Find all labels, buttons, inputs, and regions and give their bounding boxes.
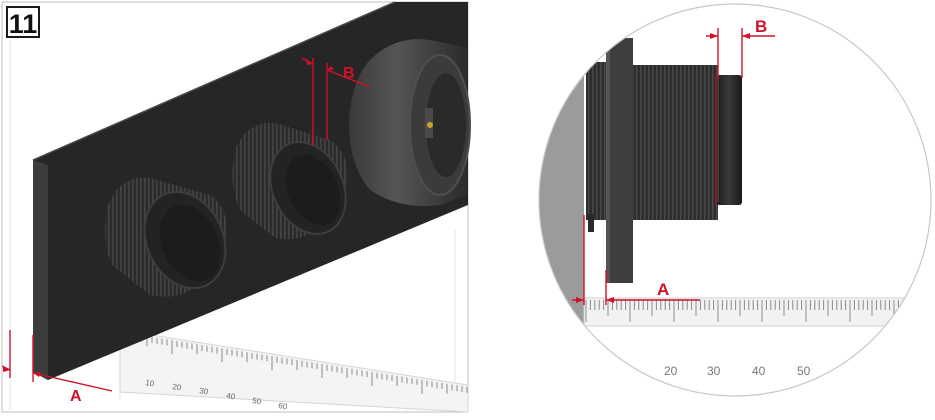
step-number-badge: 11 <box>6 6 40 39</box>
ruler-tick-label: 30 <box>707 364 721 378</box>
ruler-tick-label: 60 <box>278 401 289 411</box>
ruler-tick-label: 40 <box>752 364 766 378</box>
dimension-b-label-right: B <box>755 17 767 36</box>
ruler-tick-label: 50 <box>797 364 811 378</box>
large-cylinder-left <box>349 39 471 206</box>
panel-side-view <box>588 38 633 283</box>
dimension-a-label-right: A <box>657 280 669 299</box>
ruler-tick-label: 10 <box>145 378 156 388</box>
knob-left-2 <box>232 122 348 240</box>
ruler-tick-label: 20 <box>664 364 678 378</box>
dimension-a-left <box>1 330 113 392</box>
ruler-tick-label: 50 <box>252 396 263 406</box>
dimension-b-right <box>706 28 775 205</box>
ruler-right: 10 20 30 40 50 <box>583 297 931 378</box>
knob-left-1 <box>104 177 227 297</box>
knob-side-view <box>586 62 742 220</box>
ruler-tick-label: 20 <box>172 382 183 392</box>
dimension-b-left <box>301 57 371 145</box>
dimension-b-label: B <box>343 65 355 82</box>
left-view: 10 20 30 40 50 60 <box>1 1 471 413</box>
ruler-tick-label: 40 <box>226 391 237 401</box>
ruler-tick-label: 30 <box>199 386 210 396</box>
ruler-left-labels: 10 20 30 40 50 60 <box>145 378 289 411</box>
dimension-a-right <box>572 215 700 305</box>
detail-view: 10 20 30 40 50 <box>538 3 932 397</box>
dimension-a-label: A <box>70 388 82 405</box>
